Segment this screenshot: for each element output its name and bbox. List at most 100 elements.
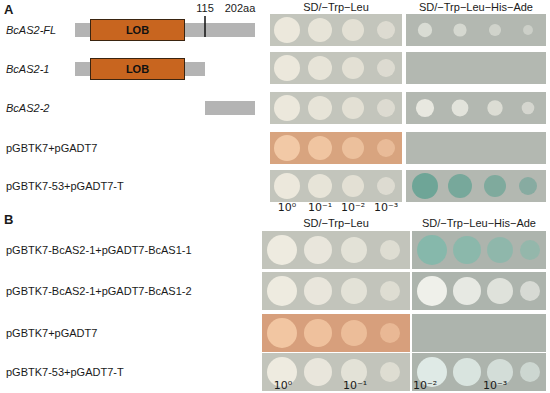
position-tick bbox=[204, 16, 206, 37]
yeast-spot bbox=[380, 323, 400, 343]
plasmid-pair: pGBTK7+pGADT7 bbox=[6, 142, 97, 155]
yeast-spot bbox=[304, 236, 332, 264]
medium-header: SD/−Trp−Leu bbox=[303, 1, 369, 14]
medium-header: SD/−Trp−Leu−His−Ade bbox=[419, 1, 533, 14]
dilution-label: 10⁰ bbox=[274, 379, 292, 392]
yeast-spot bbox=[416, 99, 434, 117]
yeast-spot bbox=[487, 100, 502, 115]
plasmid-pair: pGBTK7-BcAS2-1+pGADT7-BcAS1-1 bbox=[6, 244, 192, 257]
yeast-spot bbox=[452, 100, 469, 117]
panel-letter: A bbox=[4, 3, 13, 16]
plate-strip bbox=[262, 231, 410, 269]
protein-bar bbox=[205, 101, 255, 115]
plate-strip bbox=[270, 132, 402, 164]
yeast-spot bbox=[304, 358, 332, 386]
yeast-spot bbox=[341, 278, 367, 304]
yeast-spot bbox=[308, 96, 332, 120]
plate-strip bbox=[406, 170, 546, 202]
yeast-spot bbox=[489, 24, 501, 36]
yeast-spot bbox=[267, 235, 297, 265]
yeast-spot bbox=[267, 318, 297, 348]
dilution-label: 10⁻¹ bbox=[308, 201, 332, 214]
yeast-spot bbox=[412, 173, 438, 199]
residue-number: 115 bbox=[196, 2, 214, 15]
yeast-spot bbox=[377, 21, 395, 39]
plate-strip bbox=[270, 170, 402, 202]
yeast-spot bbox=[341, 237, 367, 263]
plate-strip bbox=[262, 272, 410, 310]
yeast-spot bbox=[520, 362, 540, 382]
yeast-spot bbox=[377, 99, 395, 117]
yeast-spot bbox=[274, 135, 300, 161]
lob-domain-box: LOB bbox=[90, 19, 185, 41]
yeast-spot bbox=[417, 235, 447, 265]
domain-label: LOB bbox=[126, 63, 149, 75]
yeast-spot bbox=[308, 174, 332, 198]
yeast-spot bbox=[308, 56, 332, 80]
yeast-spot bbox=[453, 277, 481, 305]
yeast-spot bbox=[522, 102, 535, 115]
yeast-spot bbox=[417, 276, 447, 306]
yeast-spot bbox=[380, 281, 400, 301]
yeast-spot bbox=[520, 240, 540, 260]
yeast-spot bbox=[274, 95, 300, 121]
plate-strip bbox=[412, 272, 546, 310]
yeast-spot bbox=[520, 281, 540, 301]
dilution-label: 10⁻² bbox=[341, 201, 365, 214]
dilution-label: 10⁻¹ bbox=[343, 379, 367, 392]
plate-strip bbox=[406, 14, 546, 46]
lob-domain-box: LOB bbox=[90, 58, 185, 80]
yeast-spot bbox=[342, 19, 364, 41]
yeast-spot bbox=[342, 97, 364, 119]
panel-letter: B bbox=[4, 213, 13, 226]
plate-strip bbox=[406, 52, 546, 84]
plate-strip bbox=[406, 132, 546, 164]
yeast-spot bbox=[267, 276, 297, 306]
dilution-label: 10⁻³ bbox=[374, 201, 398, 214]
yeast-spot bbox=[377, 139, 395, 157]
yeast-spot bbox=[523, 25, 533, 35]
plate-strip bbox=[270, 52, 402, 84]
plasmid-pair: pGBTK7-BcAS2-1+pGADT7-BcAS1-2 bbox=[6, 285, 192, 298]
plasmid-pair: pGBTK7-53+pGADT7-T bbox=[6, 180, 124, 193]
plate-strip bbox=[412, 231, 546, 269]
yeast-spot bbox=[519, 177, 537, 195]
yeast-spot bbox=[487, 237, 513, 263]
yeast-spot bbox=[380, 362, 400, 382]
yeast-spot bbox=[274, 55, 300, 81]
yeast-spot bbox=[380, 240, 400, 260]
yeast-spot bbox=[304, 319, 332, 347]
yeast-spot bbox=[274, 173, 300, 199]
yeast-spot bbox=[308, 18, 332, 42]
yeast-spot bbox=[377, 177, 395, 195]
yeast-spot bbox=[484, 175, 506, 197]
medium-header: SD/−Trp−Leu bbox=[303, 217, 369, 230]
dilution-label: 10⁰ bbox=[278, 201, 296, 214]
construct-name: BcAS2-FL bbox=[6, 24, 56, 37]
yeast-spot bbox=[418, 23, 432, 37]
yeast-spot bbox=[453, 358, 481, 386]
plate-strip bbox=[262, 314, 410, 352]
plate-strip bbox=[262, 353, 410, 391]
yeast-spot bbox=[448, 174, 472, 198]
yeast-spot bbox=[453, 236, 481, 264]
domain-label: LOB bbox=[126, 24, 149, 36]
medium-header: SD/−Trp−Leu−His−Ade bbox=[422, 217, 536, 230]
plasmid-pair: pGBTK7-53+pGADT7-T bbox=[6, 366, 124, 379]
yeast-spot bbox=[453, 23, 466, 36]
plate-strip bbox=[270, 92, 402, 124]
plate-strip bbox=[270, 14, 402, 46]
yeast-spot bbox=[341, 320, 367, 346]
plate-strip bbox=[412, 353, 546, 391]
construct-name: BcAS2-1 bbox=[6, 63, 49, 76]
yeast-spot bbox=[342, 57, 364, 79]
yeast-spot bbox=[342, 175, 364, 197]
plate-strip bbox=[412, 314, 546, 352]
yeast-spot bbox=[308, 136, 332, 160]
yeast-spot bbox=[487, 278, 513, 304]
dilution-label: 10⁻² bbox=[413, 379, 437, 392]
dilution-label: 10⁻³ bbox=[483, 379, 507, 392]
residue-number: 202aa bbox=[225, 2, 256, 15]
construct-name: BcAS2-2 bbox=[6, 102, 49, 115]
